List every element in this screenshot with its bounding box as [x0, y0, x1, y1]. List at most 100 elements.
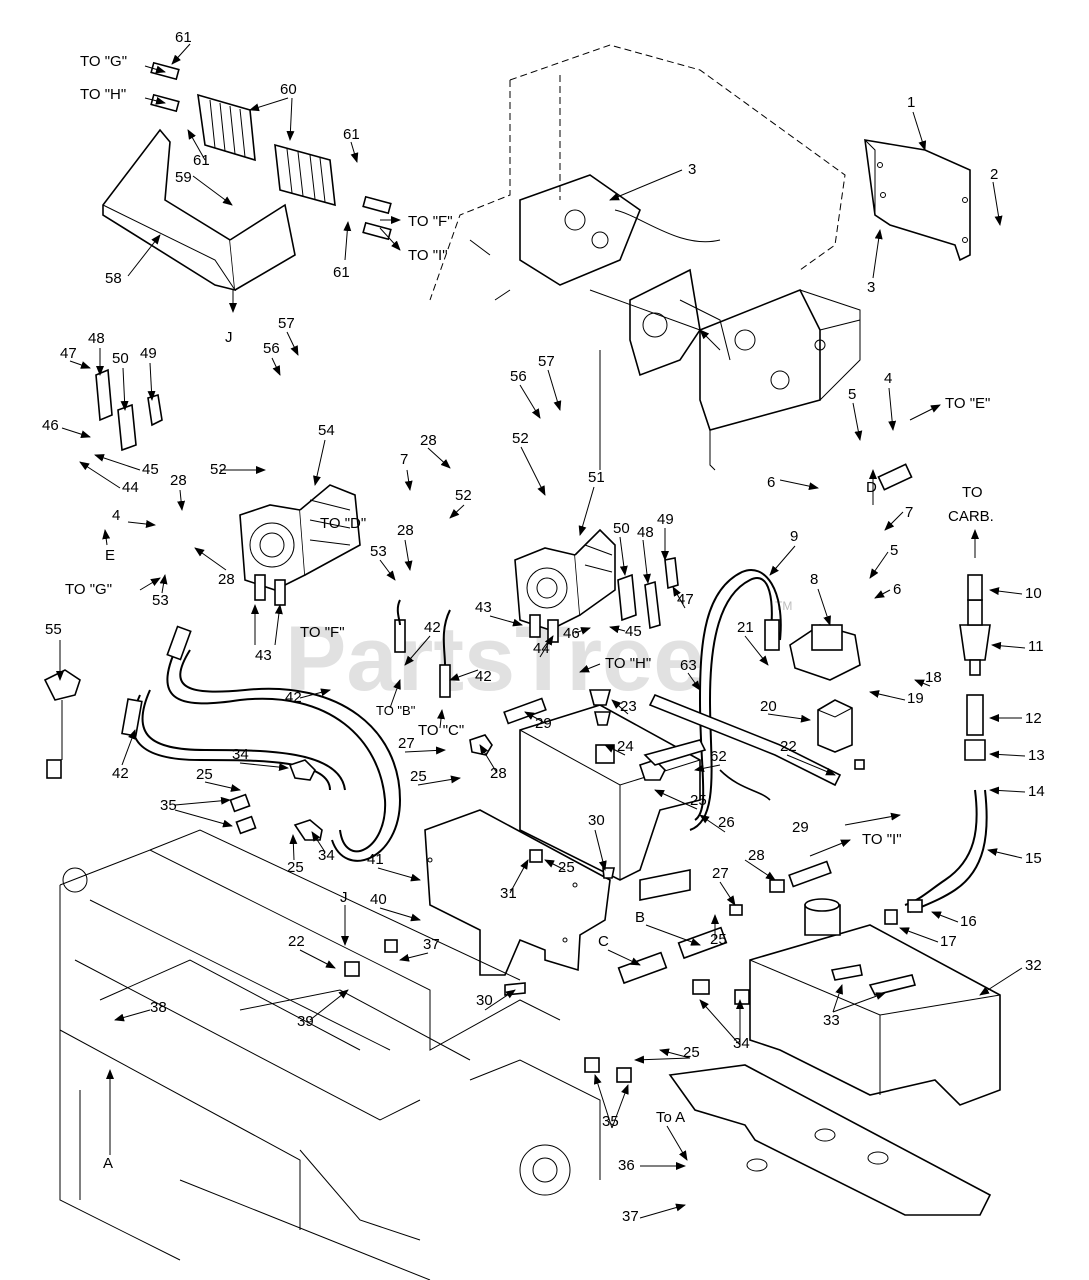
label-61: 61	[193, 152, 210, 169]
label-47: 47	[677, 591, 694, 608]
label-53: 53	[370, 543, 387, 560]
label-2: 2	[990, 166, 998, 183]
leader-arrow	[350, 141, 359, 163]
label-51: 51	[588, 469, 605, 486]
leader-arrow	[654, 789, 698, 810]
label-52: 52	[210, 461, 227, 478]
label-24: 24	[617, 738, 634, 755]
label-45: 45	[142, 461, 159, 478]
label-8: 8	[810, 571, 818, 588]
label-38: 38	[150, 999, 167, 1016]
label-25: 25	[683, 1044, 700, 1061]
leader-arrow	[194, 547, 227, 571]
leader-arrow	[817, 588, 831, 626]
part-48-50-left-brackets	[95, 368, 163, 452]
leader-arrow	[313, 439, 326, 486]
label-50: 50	[112, 350, 129, 367]
label-19: 19	[907, 690, 924, 707]
leader-arrow	[931, 911, 959, 923]
leader-arrow	[767, 713, 811, 723]
label-46: 46	[563, 625, 580, 642]
label-25: 25	[410, 768, 427, 785]
label-35: 35	[160, 797, 177, 814]
label-to-h: TO "H"	[605, 655, 651, 672]
label-42: 42	[475, 668, 492, 685]
leader-arrow	[909, 404, 941, 421]
label-56: 56	[263, 340, 280, 357]
leader-arrow	[249, 97, 289, 112]
leader-arrow	[809, 839, 851, 857]
label-47: 47	[60, 345, 77, 362]
label-44: 44	[533, 640, 550, 657]
leader-arrow	[379, 559, 396, 581]
label-39: 39	[297, 1013, 314, 1030]
leader-arrow	[634, 1055, 691, 1064]
label-50: 50	[613, 520, 630, 537]
label-58: 58	[105, 270, 122, 287]
label-22: 22	[288, 933, 305, 950]
leader-arrow	[991, 641, 1026, 650]
part-48-50-right-brackets	[617, 557, 679, 630]
label-29: 29	[792, 819, 809, 836]
label-18: 18	[925, 669, 942, 686]
label-43: 43	[475, 599, 492, 616]
label-5: 5	[890, 542, 898, 559]
leader-arrow	[912, 111, 927, 151]
label-36: 36	[618, 1157, 635, 1174]
leader-arrow	[874, 589, 891, 599]
part-58-bracket	[102, 128, 296, 292]
label-to-a: To A	[656, 1109, 685, 1126]
leader-arrow	[379, 227, 401, 251]
label-26: 26	[718, 814, 735, 831]
label-j: J	[340, 889, 348, 906]
label-37: 37	[423, 936, 440, 953]
leader-arrow	[404, 746, 446, 755]
leader-arrow	[607, 949, 641, 966]
label-32: 32	[1025, 957, 1042, 974]
leader-arrow	[832, 984, 843, 1013]
label-17: 17	[940, 933, 957, 950]
leader-arrow	[659, 1048, 691, 1059]
label-45: 45	[625, 623, 642, 640]
leader-arrow	[139, 577, 161, 591]
leader-arrow	[509, 859, 529, 894]
part-32-fuel-tank	[749, 898, 1001, 1106]
leader-arrow	[174, 796, 231, 806]
leader-arrow	[642, 539, 651, 584]
label-28: 28	[748, 847, 765, 864]
label-to-g: TO "G"	[80, 53, 127, 70]
label-to: TO	[962, 484, 983, 501]
label-53: 53	[152, 592, 169, 609]
leader-arrow	[121, 729, 136, 766]
leader-arrow	[61, 427, 91, 439]
label-a: A	[103, 1155, 113, 1172]
leader-arrow	[578, 486, 595, 536]
label-21: 21	[737, 619, 754, 636]
label-14: 14	[1028, 783, 1045, 800]
label-1: 1	[907, 94, 915, 111]
label-41: 41	[367, 851, 384, 868]
label-25: 25	[287, 859, 304, 876]
label-42: 42	[112, 765, 129, 782]
leader-arrow	[744, 859, 776, 881]
label-j: J	[225, 329, 233, 346]
leader-arrow	[844, 812, 901, 826]
leader-arrow	[992, 181, 1003, 226]
callout-labels: 61 TO "G" TO "H" 60 61 59 61 TO "F" TO "…	[42, 29, 1045, 1225]
leader-arrow	[417, 775, 461, 786]
label-30: 30	[476, 992, 493, 1009]
label-to-d: TO "D"	[320, 515, 366, 532]
leader-arrow	[779, 479, 819, 491]
label-60: 60	[280, 81, 297, 98]
leader-arrow	[159, 574, 168, 594]
leader-arrow	[187, 129, 206, 161]
leader-arrow	[609, 625, 626, 634]
label-61: 61	[333, 264, 350, 281]
part-12-13-fuel-lines	[904, 574, 988, 913]
upper-frame	[429, 44, 861, 471]
leader-arrow	[449, 504, 465, 519]
label-to-h: TO "H"	[80, 86, 126, 103]
label-61: 61	[343, 126, 360, 143]
leader-arrow	[639, 1203, 686, 1219]
label-29: 29	[535, 715, 552, 732]
